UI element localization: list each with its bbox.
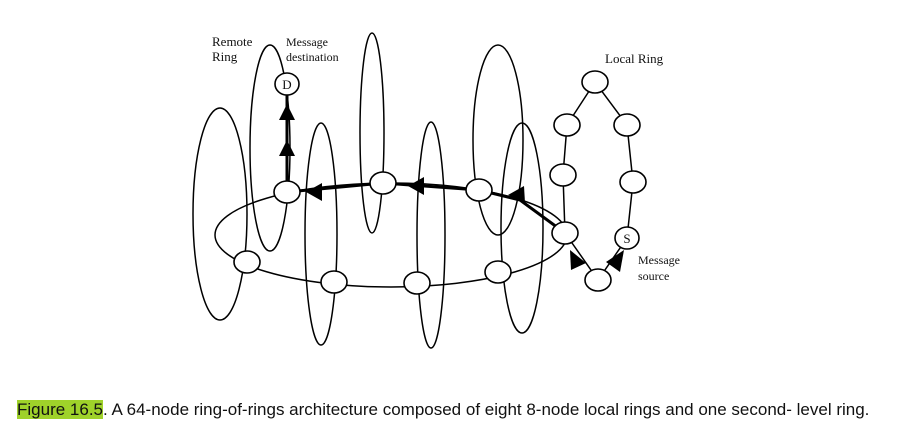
arrowhead-icon bbox=[279, 104, 295, 120]
local-ring-label: Local Ring bbox=[605, 51, 664, 66]
destination-label: Message bbox=[286, 35, 328, 49]
remote-ring-label: Ring bbox=[212, 49, 238, 64]
source-label: Message bbox=[638, 253, 680, 267]
local-ring-3 bbox=[304, 122, 338, 346]
arrowhead-icon bbox=[570, 250, 586, 270]
remote-ring-label: Remote bbox=[212, 34, 253, 49]
nodes bbox=[233, 70, 647, 295]
figure-caption: Figure 16.5. A 64-node ring-of-rings arc… bbox=[17, 398, 887, 422]
destination-node bbox=[274, 72, 300, 96]
destination-label: destination bbox=[286, 50, 339, 64]
figure-number: Figure 16.5 bbox=[17, 400, 103, 419]
caption-text: . A 64-node ring-of-rings architecture c… bbox=[103, 400, 870, 419]
arrowhead-icon bbox=[606, 250, 624, 272]
source-node-label: S bbox=[623, 231, 630, 246]
local-ring-7 bbox=[500, 122, 544, 334]
arrowhead-icon bbox=[279, 140, 295, 156]
local-ring-6 bbox=[472, 44, 524, 236]
local-ring-1 bbox=[192, 107, 248, 321]
ring-of-rings-diagram: D S Remote Ring Message destination Loca… bbox=[192, 32, 680, 349]
local-ring-5 bbox=[416, 121, 446, 349]
arrowhead-icon bbox=[508, 186, 525, 203]
local-ring-4 bbox=[359, 32, 385, 234]
source-label: source bbox=[638, 269, 669, 283]
arrowhead-icon bbox=[306, 183, 322, 201]
source-node bbox=[614, 226, 640, 250]
arrowhead-icon bbox=[408, 177, 424, 195]
destination-node-label: D bbox=[282, 77, 291, 92]
